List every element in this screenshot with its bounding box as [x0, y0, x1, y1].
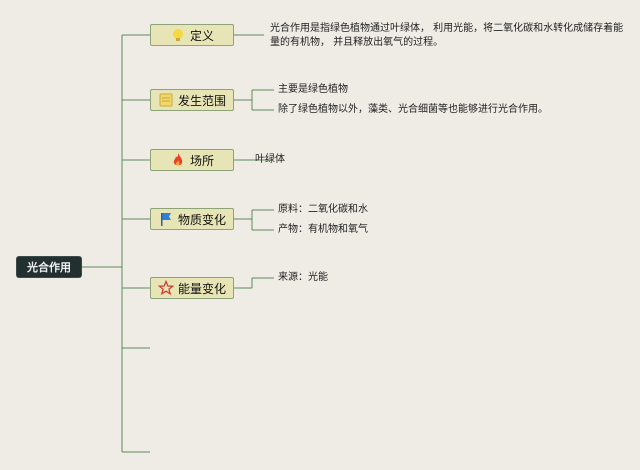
note-icon: [158, 92, 174, 108]
topic-label: 定义: [189, 28, 214, 43]
root-topic-label: 光合作用: [27, 261, 71, 274]
topic-label: 发生范围: [177, 93, 226, 108]
leaf-definition-text: 光合作用是指绿色植物通过叶绿体， 利用光能，将二氧化碳和水转化成储存着能量的有机…: [270, 23, 624, 48]
topic-definition[interactable]: 定义: [150, 24, 234, 46]
flag-icon: [158, 211, 174, 227]
leaf-matter-2: 产物：有机物和氧气: [278, 224, 368, 235]
topic-matter-change[interactable]: 物质变化: [150, 208, 234, 230]
leaf-matter-1: 原料：二氧化碳和水: [278, 204, 368, 215]
topic-energy-change[interactable]: 能量变化: [150, 277, 234, 299]
leaf-location: 叶绿体: [255, 154, 285, 165]
star-icon: [157, 280, 174, 296]
bulb-icon: [170, 27, 186, 43]
topic-location[interactable]: 场所: [150, 149, 234, 171]
topic-label: 物质变化: [177, 212, 226, 227]
topic-scope[interactable]: 发生范围: [150, 89, 234, 111]
topic-label: 能量变化: [177, 281, 226, 296]
leaf-scope-1: 主要是绿色植物: [278, 84, 348, 95]
leaf-energy-1: 来源：光能: [278, 272, 328, 283]
leaf-scope-2: 除了绿色植物以外，藻类、光合细菌等也能够进行光合作用。: [278, 104, 548, 115]
root-topic[interactable]: 光合作用: [17, 257, 81, 277]
topic-label: 场所: [189, 153, 214, 168]
fire-icon: [170, 152, 186, 168]
